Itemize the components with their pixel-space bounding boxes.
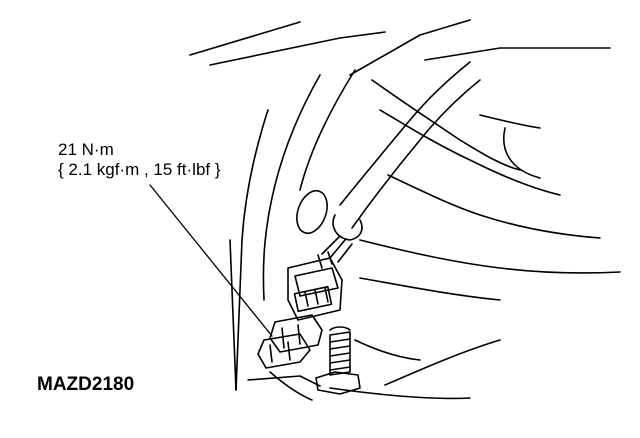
sensor-body [270, 315, 322, 352]
bolt-thread [330, 339, 350, 370]
body-panel-curve [270, 372, 312, 400]
wire-harness [352, 80, 480, 228]
bolt-head [330, 327, 350, 330]
body-outline-line [210, 32, 385, 65]
body-panel-curve [300, 70, 355, 190]
body-panel-curve [330, 388, 470, 398]
body-panel-curve [360, 278, 500, 300]
bolt-head [316, 372, 360, 394]
sensor-body [258, 334, 310, 368]
body-panel-curve [236, 110, 268, 390]
body-panel-curve [360, 240, 620, 273]
body-panel-curve [355, 340, 420, 360]
body-outline-line [190, 22, 300, 55]
body-panel-curve [388, 175, 600, 238]
body-panel-curve [385, 340, 500, 385]
body-panel-curve [230, 240, 236, 390]
sensor-connector [295, 268, 338, 296]
body-panel-curve [248, 376, 320, 386]
figure-code: MAZD2180 [37, 374, 135, 395]
torque-spec-alt: { 2.1 kgf·m , 15 ft·lbf } [58, 160, 221, 179]
leader-line [150, 185, 272, 336]
body-outline-line [425, 48, 610, 60]
sensor-connector [318, 252, 332, 268]
body-panel-curve [480, 115, 540, 128]
connector-latch [305, 288, 328, 306]
body-outline-line [350, 20, 470, 75]
sensor-body [282, 325, 300, 348]
sensor-body [270, 342, 290, 362]
torque-spec-nm: 21 N·m [58, 140, 114, 159]
body-panel-curve [504, 128, 540, 178]
bolt [330, 332, 350, 375]
wire-harness [340, 62, 470, 205]
panel-hole [291, 187, 332, 238]
connector-latch [295, 287, 332, 312]
wire-harness [322, 236, 352, 262]
wire-harness-end [333, 215, 362, 240]
body-panel-curve [263, 75, 320, 300]
body-panel-curve [372, 80, 520, 170]
